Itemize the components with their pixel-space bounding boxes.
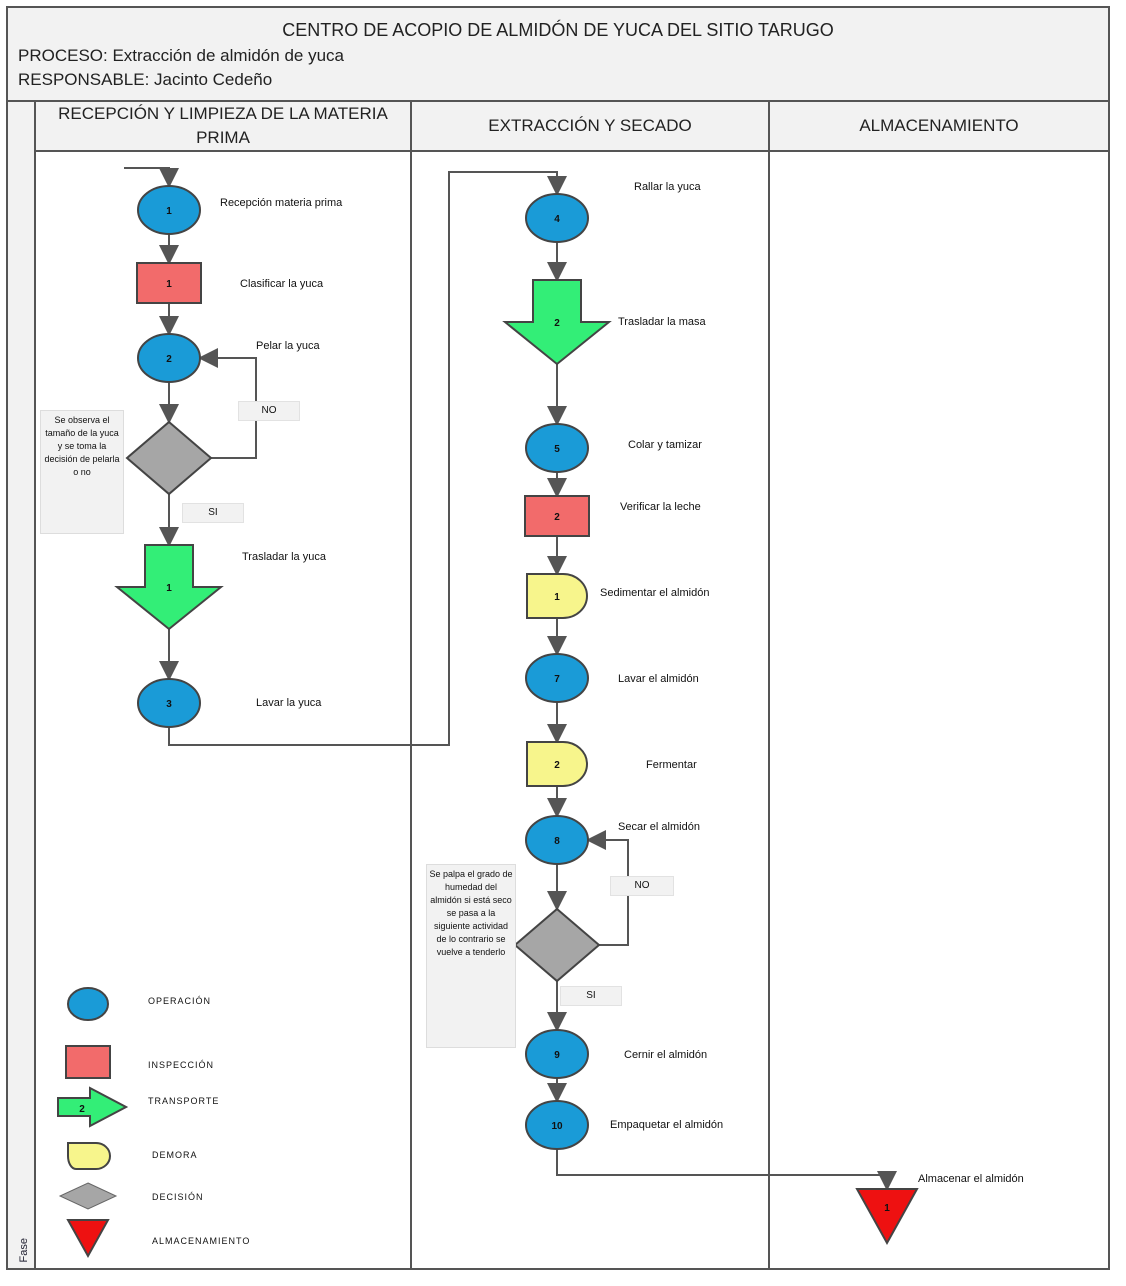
step-8-number: 2 [554, 318, 560, 329]
decision-yes-2: SI [560, 986, 622, 1006]
legend-label: ALMACENAMIENTO [152, 1236, 251, 1246]
legend-decision-icon [58, 1182, 118, 1210]
step-14-number: 8 [554, 836, 560, 847]
step-6-operation-circle [137, 678, 201, 728]
lane-header-reception: RECEPCIÓN Y LIMPIEZA DE LA MATERIA PRIMA [36, 102, 410, 152]
responsible-label: RESPONSABLE: Jacinto Cedeño [18, 70, 273, 89]
legend-label: DEMORA [152, 1150, 198, 1160]
step-11-delay-shape [526, 573, 588, 619]
lane-divider [410, 102, 412, 1268]
step-label: Lavar la yuca [256, 697, 322, 709]
step-18-storage-triangle [855, 1188, 919, 1246]
step-9-number: 5 [554, 444, 560, 455]
step-11-number: 1 [554, 592, 560, 603]
step-6-number: 3 [166, 699, 172, 710]
lane-header-storage: ALMACENAMIENTO [770, 102, 1108, 152]
decision-no-2: NO [610, 876, 674, 896]
step-label: Secar el almidón [618, 821, 700, 833]
lane-divider [768, 102, 770, 1268]
step-label: Fermentar [646, 759, 697, 771]
legend-operation-icon [67, 987, 109, 1021]
step-13-delay-shape [526, 741, 588, 787]
decision-note-1: Se observa el tamaño de la yuca y se tom… [40, 410, 124, 534]
step-label: Lavar el almidón [618, 673, 699, 685]
connector-arrow [556, 1149, 897, 1191]
phase-strip: Fase [8, 102, 36, 1268]
step-2-inspection-rect [136, 262, 202, 304]
step-label: Colar y tamizar [628, 439, 702, 451]
step-16-operation-circle [525, 1029, 589, 1079]
legend-label: DECISIÓN [152, 1192, 204, 1202]
step-13-number: 2 [554, 760, 560, 771]
step-16-number: 9 [554, 1050, 560, 1061]
step-5-transport-arrow [114, 544, 224, 631]
step-10-number: 2 [554, 512, 560, 523]
step-10-inspection-rect [524, 495, 590, 537]
diagram-title: CENTRO DE ACOPIO DE ALMIDÓN DE YUCA DEL … [282, 20, 834, 40]
step-label: Cernir el almidón [624, 1049, 707, 1061]
connector-arrow [168, 171, 567, 746]
legend-inspection-icon [65, 1045, 111, 1079]
step-label: Almacenar el almidón [918, 1173, 1024, 1185]
step-14-operation-circle [525, 815, 589, 865]
step-label: Recepción materia prima [220, 197, 343, 209]
step-8-transport-arrow [502, 279, 612, 366]
decision-note-2: Se palpa el grado de humedad del almidón… [426, 864, 516, 1048]
connector-arrow [124, 167, 179, 188]
legend-transport-number: 2 [79, 1104, 85, 1115]
step-4-decision-diamond [125, 420, 213, 496]
step-label: Sedimentar el almidón [600, 587, 709, 599]
legend-label: TRANSPORTE [148, 1096, 220, 1106]
process-label: PROCESO: Extracción de almidón de yuca [18, 46, 344, 65]
step-17-number: 10 [551, 1121, 563, 1132]
step-18-number: 1 [884, 1203, 890, 1214]
step-3-operation-circle [137, 333, 201, 383]
legend-label: OPERACIÓN [148, 996, 212, 1006]
step-2-number: 1 [166, 279, 172, 290]
diagram-header: CENTRO DE ACOPIO DE ALMIDÓN DE YUCA DEL … [8, 8, 1108, 102]
step-12-number: 7 [554, 674, 560, 685]
step-1-operation-circle [137, 185, 201, 235]
legend-delay-icon [67, 1142, 111, 1170]
step-label: Trasladar la masa [618, 316, 707, 328]
legend-label: INSPECCIÓN [148, 1060, 215, 1070]
legend-transport-icon [57, 1086, 129, 1128]
step-3-number: 2 [166, 354, 172, 365]
decision-yes-1: SI [182, 503, 244, 523]
step-label: Verificar la leche [620, 501, 701, 513]
step-7-operation-circle [525, 193, 589, 243]
lane-header-extraction: EXTRACCIÓN Y SECADO [412, 102, 768, 152]
step-label: Rallar la yuca [634, 181, 702, 193]
step-label: Pelar la yuca [256, 340, 320, 352]
step-5-number: 1 [166, 583, 172, 594]
step-7-number: 4 [554, 214, 560, 225]
decision-no-1: NO [238, 401, 300, 421]
step-12-operation-circle [525, 653, 589, 703]
step-1-number: 1 [166, 206, 172, 217]
legend-storage-icon [66, 1219, 110, 1259]
step-17-operation-circle [525, 1100, 589, 1150]
step-15-decision-diamond [513, 907, 601, 983]
step-label: Trasladar la yuca [242, 551, 327, 563]
step-9-operation-circle [525, 423, 589, 473]
step-label: Empaquetar el almidón [610, 1119, 723, 1131]
step-label: Clasificar la yuca [240, 278, 324, 290]
